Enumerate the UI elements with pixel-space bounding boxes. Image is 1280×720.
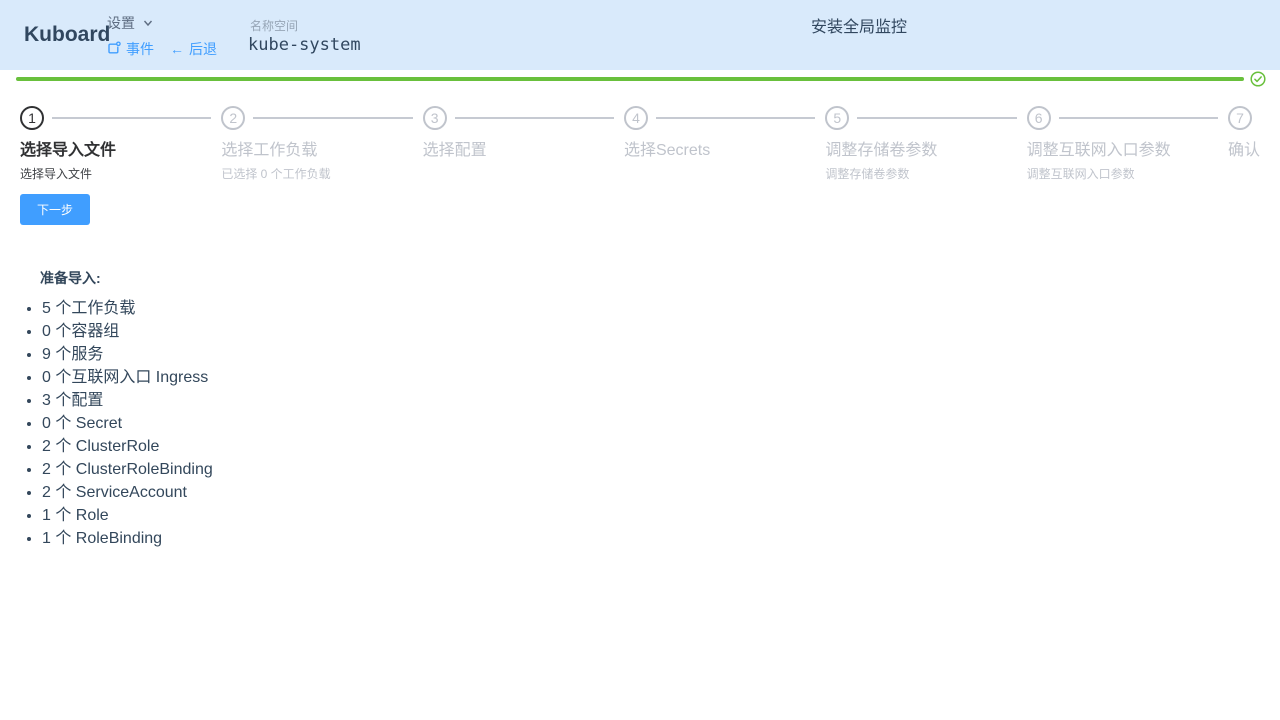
step-title: 选择工作负载 [221,142,318,159]
arrow-left-icon: ← [170,41,184,57]
namespace-value: kube-system [248,35,361,55]
step-circle: 1 [20,106,44,130]
step-title: 选择Secrets [623,142,711,159]
progress-track [16,77,1244,81]
step-description: 已选择 0 个工作负载 [221,167,331,181]
import-summary: 准备导入: 5 个工作负载 0 个容器组 9 个服务 0 个互联网入口 Ingr… [20,268,213,550]
list-item: 0 个容器组 [42,320,213,343]
step-description: 调整存储卷参数 [825,167,910,181]
header-links: 事件 ← 后退 [107,39,217,59]
progress-bar [16,71,1266,87]
step-line [1058,117,1218,119]
step-5: 5 调整存储卷参数 调整存储卷参数 [825,106,1026,181]
list-item: 9 个服务 [42,343,213,366]
next-step-button[interactable]: 下一步 [20,194,91,225]
kuboard-logo: Kuboard [24,23,111,46]
step-line [454,117,614,119]
events-icon [107,40,121,58]
step-title: 选择导入文件 [20,142,117,159]
back-link[interactable]: ← 后退 [170,39,217,59]
list-item: 0 个 Secret [42,412,213,435]
step-circle: 3 [422,106,447,130]
summary-list: 5 个工作负载 0 个容器组 9 个服务 0 个互联网入口 Ingress 3 … [20,297,213,550]
list-item: 0 个互联网入口 Ingress [42,366,213,389]
list-item: 2 个 ClusterRoleBinding [42,458,213,481]
namespace-label: 名称空间 [250,19,299,33]
step-line [655,117,816,119]
back-label: 后退 [189,41,217,57]
step-circle: 4 [623,106,648,130]
list-item: 2 个 ClusterRole [42,435,213,458]
list-item: 1 个 Role [42,504,213,527]
step-7: 7 确认 [1227,106,1260,181]
step-title: 选择配置 [422,142,487,159]
summary-title: 准备导入: [40,270,101,286]
list-item: 5 个工作负载 [42,297,213,320]
step-6: 6 调整互联网入口参数 调整互联网入口参数 [1026,106,1228,181]
settings-label: 设置 [107,15,135,31]
list-item: 1 个 RoleBinding [42,527,213,550]
step-description: 调整互联网入口参数 [1026,167,1135,181]
step-line [857,117,1017,119]
step-title: 调整存储卷参数 [825,142,938,159]
settings-dropdown[interactable]: 设置 [107,13,154,33]
list-item: 2 个 ServiceAccount [42,481,213,504]
events-label: 事件 [126,41,154,57]
chevron-down-icon [142,17,154,29]
step-1: 1 选择导入文件 选择导入文件 [20,106,221,181]
install-monitoring-nav[interactable]: 安装全局监控 [811,19,908,36]
step-line [52,117,212,119]
step-title: 确认 [1227,142,1260,159]
events-link[interactable]: 事件 [107,39,154,59]
import-steps: 1 选择导入文件 选择导入文件 2 选择工作负载 已选择 0 个工作负载 3 选… [20,106,1260,181]
step-description: 选择导入文件 [20,167,93,181]
step-line [253,117,413,119]
step-circle: 6 [1026,106,1051,130]
step-circle: 2 [221,106,246,130]
check-circle-icon [1250,71,1266,87]
list-item: 3 个配置 [42,389,213,412]
step-2: 2 选择工作负载 已选择 0 个工作负载 [221,106,422,181]
app-header: Kuboard 设置 事件 ← 后退 名称空间 kube-system 安装全局… [0,0,1280,70]
step-3: 3 选择配置 [422,106,624,181]
step-circle: 7 [1227,106,1252,130]
step-circle: 5 [825,106,850,130]
step-4: 4 选择Secrets [623,106,825,181]
step-title: 调整互联网入口参数 [1026,142,1171,159]
